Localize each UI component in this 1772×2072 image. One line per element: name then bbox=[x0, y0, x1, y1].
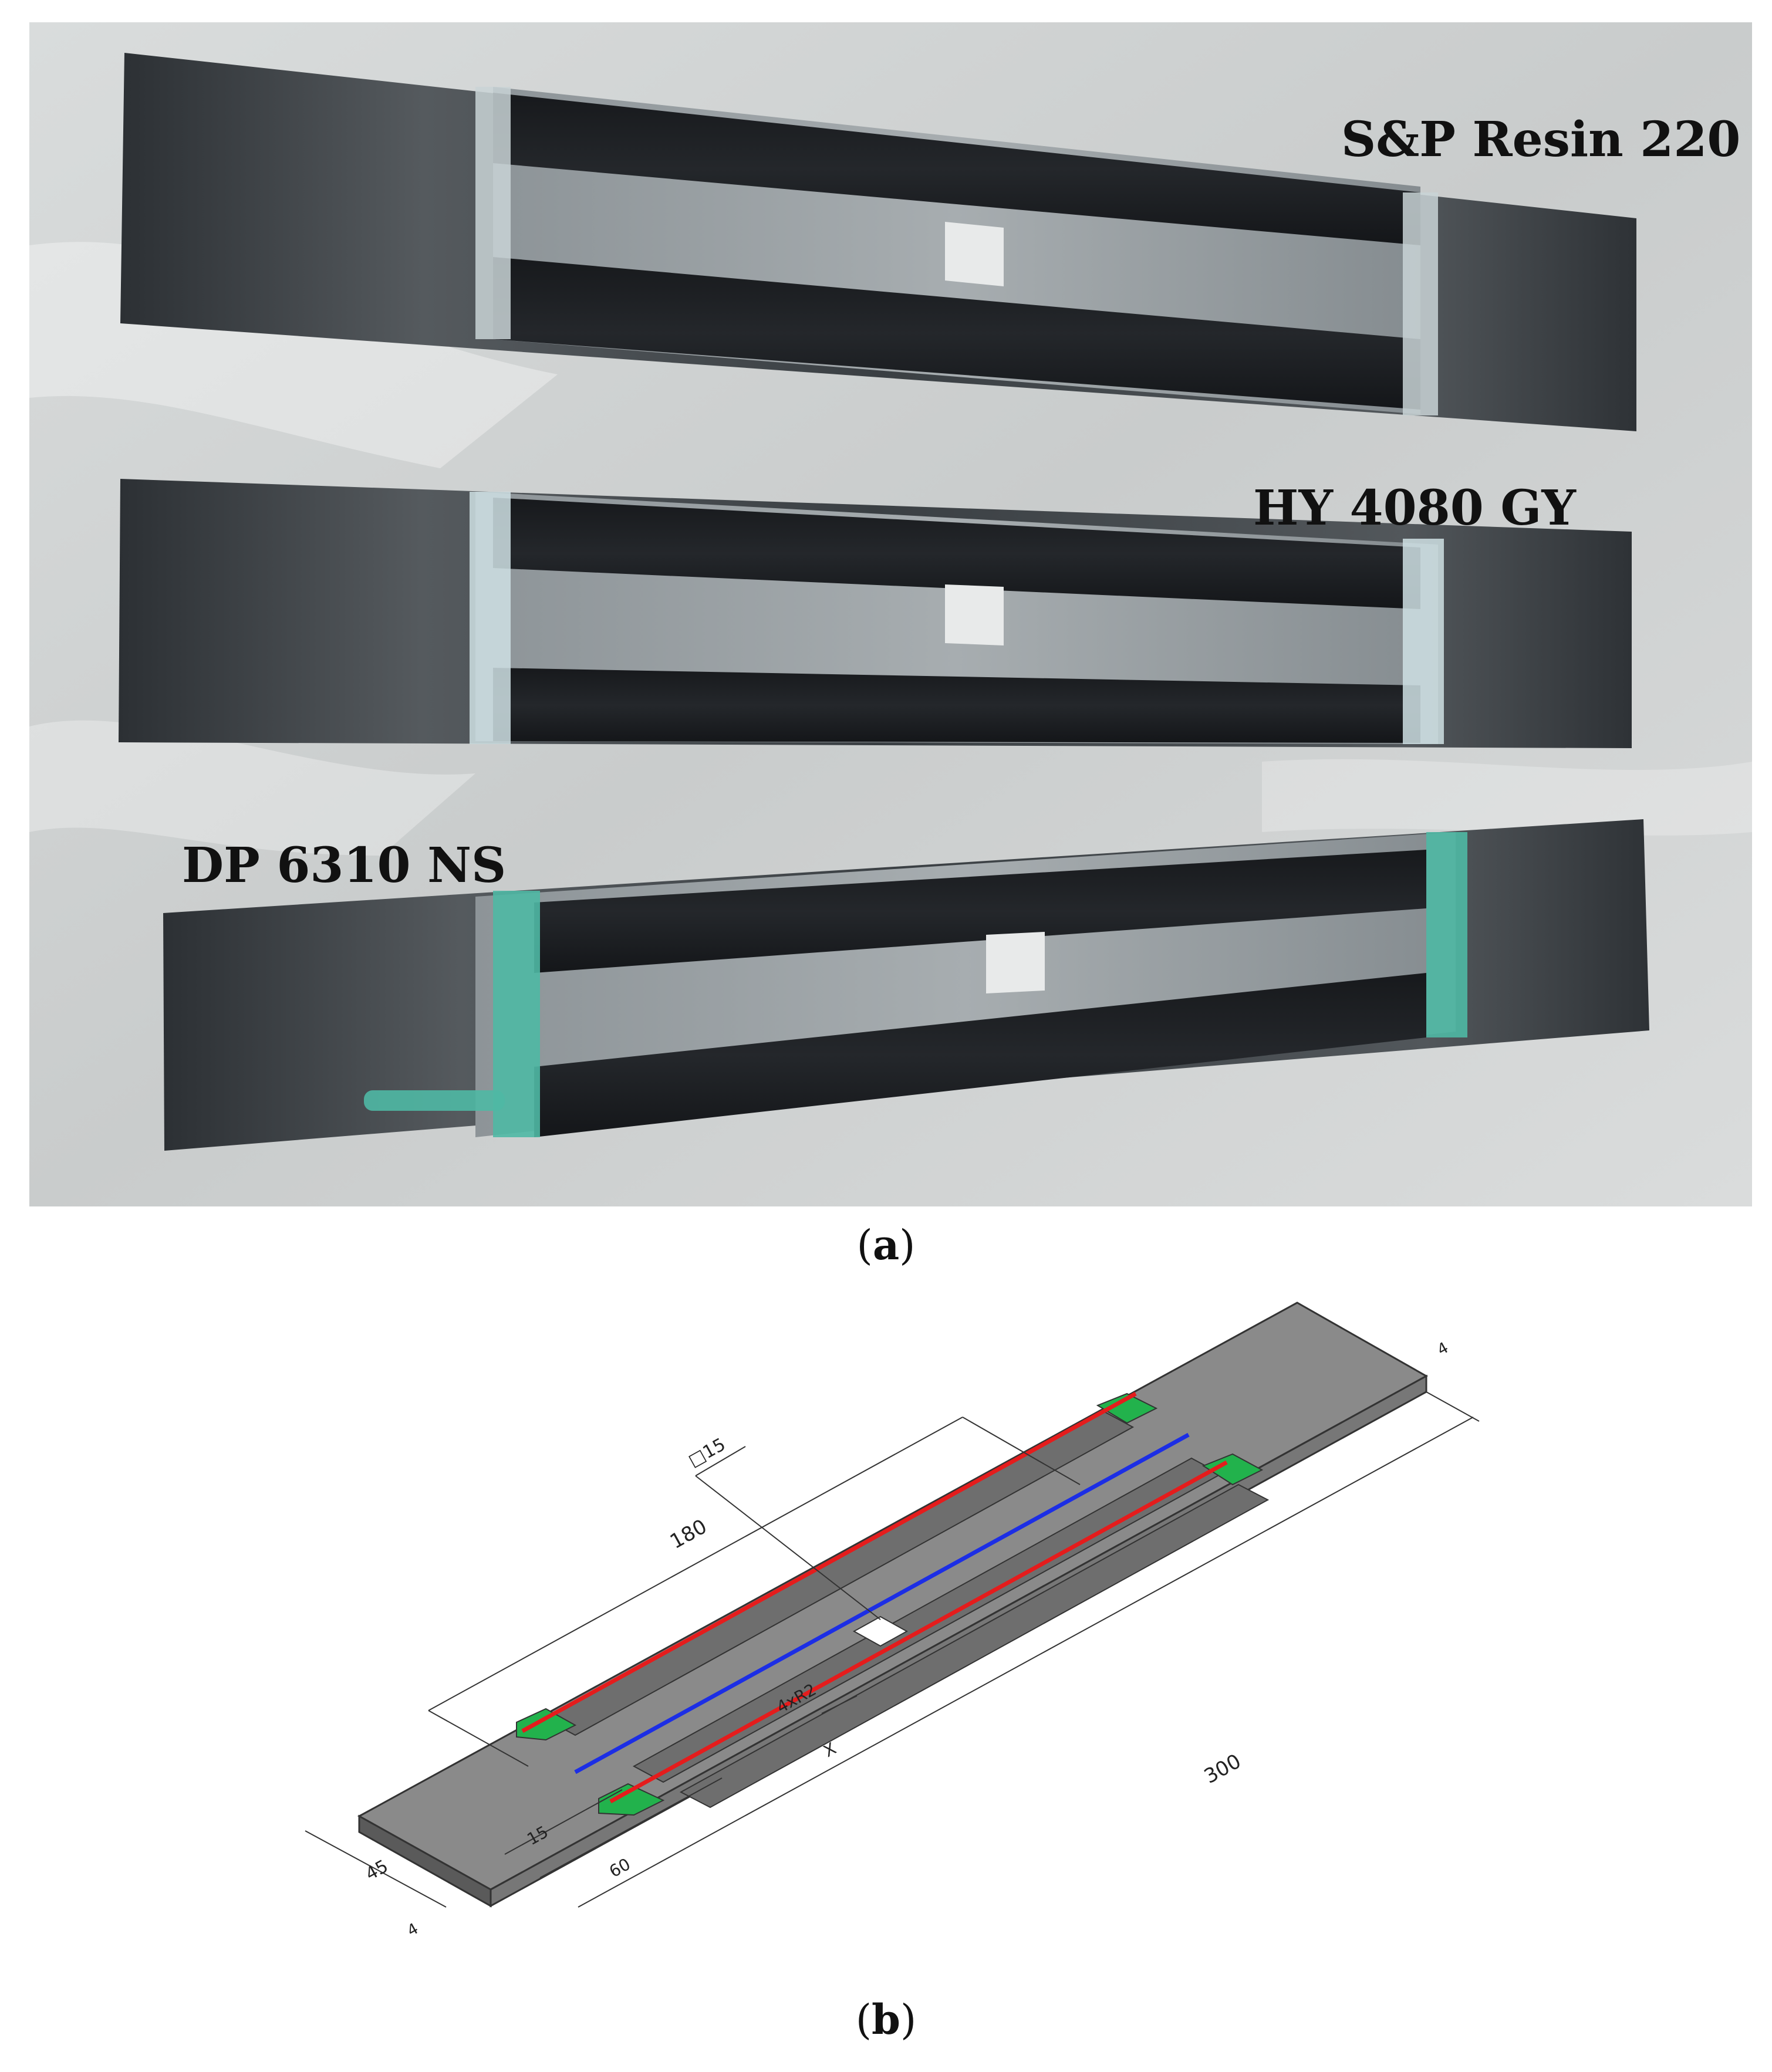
dimension-lines bbox=[305, 1391, 1480, 1908]
dim-offset: 60 bbox=[606, 1854, 633, 1881]
dim-length-total: 300 bbox=[1200, 1749, 1245, 1788]
dim-hole: □15 bbox=[685, 1434, 729, 1471]
axis-label: X bbox=[820, 1739, 839, 1761]
specimen-hy-4080-gy bbox=[119, 479, 1632, 748]
steel-plate bbox=[357, 1302, 1429, 1908]
caption-b: (b) bbox=[855, 1995, 917, 2044]
gauge-line-center bbox=[574, 1432, 1190, 1774]
adhesive-fillets bbox=[516, 1392, 1264, 1816]
gauge-line-upper bbox=[521, 1391, 1137, 1733]
label-sp-resin-220: S&P Resin 220 bbox=[1341, 111, 1740, 168]
label-hy-4080-gy: HY 4080 GY bbox=[1253, 480, 1577, 536]
gauge-line-lower bbox=[609, 1460, 1228, 1804]
dim-thickness-top: 4 bbox=[1435, 1339, 1452, 1359]
specimen-photograph: S&P Resin 220 HY 4080 GY DP 6310 NS bbox=[29, 22, 1752, 1206]
dim-width: 45 bbox=[362, 1856, 391, 1885]
specimen-technical-drawing: 300 180 45 4 4 □15 4xR2 15 60 X bbox=[0, 1291, 1772, 1983]
specimen-dp-6310-ns bbox=[163, 819, 1649, 1151]
dim-length-bonded: 180 bbox=[666, 1515, 711, 1553]
label-dp-6310-ns: DP 6310 NS bbox=[182, 837, 506, 894]
specimen-sp-resin-220 bbox=[120, 53, 1636, 431]
cfrp-strips bbox=[544, 1410, 1270, 1809]
dim-thickness: 4 bbox=[404, 1920, 421, 1940]
center-hole bbox=[852, 1615, 909, 1647]
caption-a: (a) bbox=[856, 1221, 916, 1269]
